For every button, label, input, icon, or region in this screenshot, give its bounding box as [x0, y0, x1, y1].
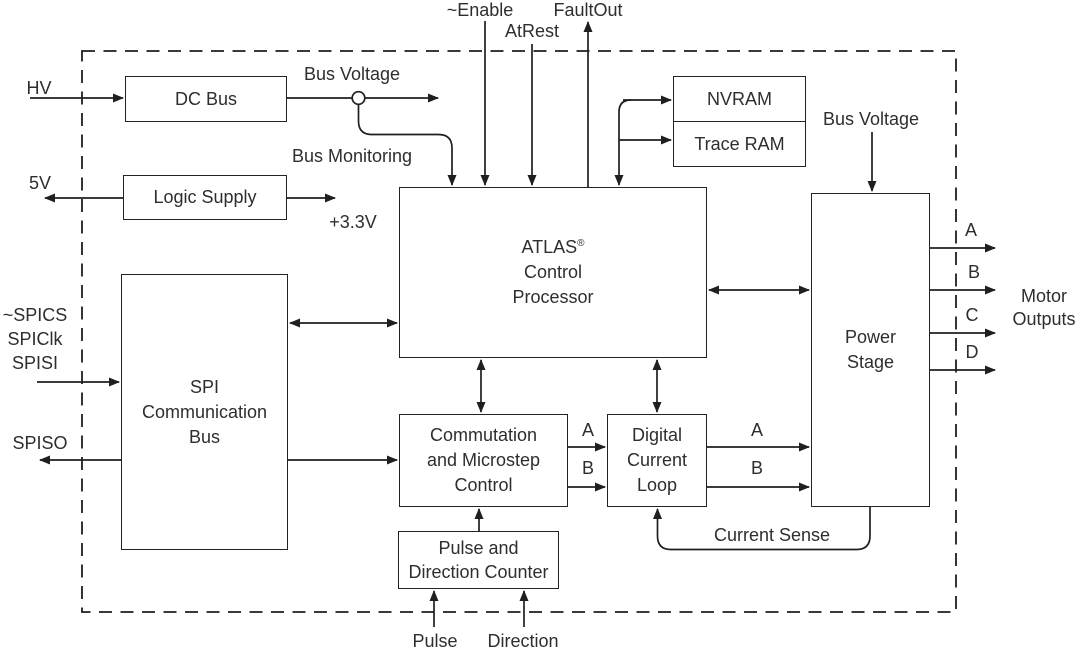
phase-a-to-power-label: A [750, 420, 763, 440]
dc-bus-block: DC Bus [125, 76, 287, 122]
atrest-label: AtRest [504, 21, 560, 41]
logic-supply-block: Logic Supply [123, 175, 287, 220]
system-boundary-dashed-frame [81, 50, 957, 613]
bus-monitoring-label: Bus Monitoring [291, 146, 413, 166]
spiso-label: SPISO [12, 433, 68, 453]
phase-b-to-loop-label: B [581, 458, 594, 478]
atlas-name: ATLAS [521, 237, 578, 257]
pulse-label: Pulse [412, 631, 458, 649]
digital-current-loop-block: Digital Current Loop [607, 414, 707, 507]
power-stage-block: Power Stage [811, 193, 930, 507]
spi-communication-bus-block: SPI Communication Bus [121, 274, 288, 550]
bus-monitoring-line [357, 104, 457, 186]
memory-block: NVRAM Trace RAM [673, 76, 806, 167]
spiclk-label: SPIClk [7, 329, 63, 349]
phase-a-to-loop-label: A [581, 420, 594, 440]
dc-bus-label: DC Bus [174, 88, 237, 109]
spics-label: ~SPICS [2, 305, 68, 325]
5v-label: 5V [28, 173, 52, 193]
spisi-label: SPISI [11, 353, 59, 373]
bus-voltage-top-label: Bus Voltage [303, 64, 401, 84]
motor-output-c-label: C [965, 305, 979, 325]
bus-voltage-right-label: Bus Voltage [822, 109, 920, 129]
pulse-direction-counter-block: Pulse and Direction Counter [398, 531, 559, 589]
spi-communication-bus-label: SPI Communication Bus [141, 376, 268, 447]
logic-supply-label: Logic Supply [153, 187, 257, 207]
bus-voltage-tap-node [351, 90, 366, 106]
pulse-direction-counter-label: Pulse and Direction Counter [408, 538, 549, 582]
enable-label: ~Enable [446, 0, 514, 20]
trace-ram-label: Trace RAM [694, 133, 785, 154]
hv-label: HV [26, 78, 52, 98]
motor-output-d-label: D [965, 342, 979, 362]
atlas-control-processor-label: ATLAS® Control Processor [512, 210, 593, 335]
commutation-microstep-control-label: Commutation and Microstep Control [426, 425, 541, 495]
trace-ram-cell: Trace RAM [674, 122, 805, 166]
atlas-control-processor-block: ATLAS® Control Processor [399, 187, 707, 358]
digital-current-loop-label: Digital Current Loop [626, 425, 688, 495]
memory-trunk-line [614, 99, 632, 186]
faultout-label: FaultOut [553, 0, 623, 20]
current-sense-label: Current Sense [713, 525, 831, 545]
commutation-microstep-control-block: Commutation and Microstep Control [399, 414, 568, 507]
atlas-label-rest: Control Processor [512, 262, 594, 307]
phase-b-to-power-label: B [750, 458, 763, 478]
nvram-cell: NVRAM [674, 77, 805, 122]
motor-outputs-label: Motor Outputs [1012, 286, 1076, 329]
motor-output-b-label: B [967, 262, 980, 282]
registered-trademark-mark: ® [577, 238, 585, 249]
plus-3v3-label: +3.3V [329, 212, 377, 232]
current-sense-line [653, 507, 871, 551]
direction-label: Direction [487, 631, 559, 649]
nvram-label: NVRAM [706, 88, 772, 109]
power-stage-label: Power Stage [844, 327, 897, 372]
motor-output-a-label: A [964, 220, 977, 240]
